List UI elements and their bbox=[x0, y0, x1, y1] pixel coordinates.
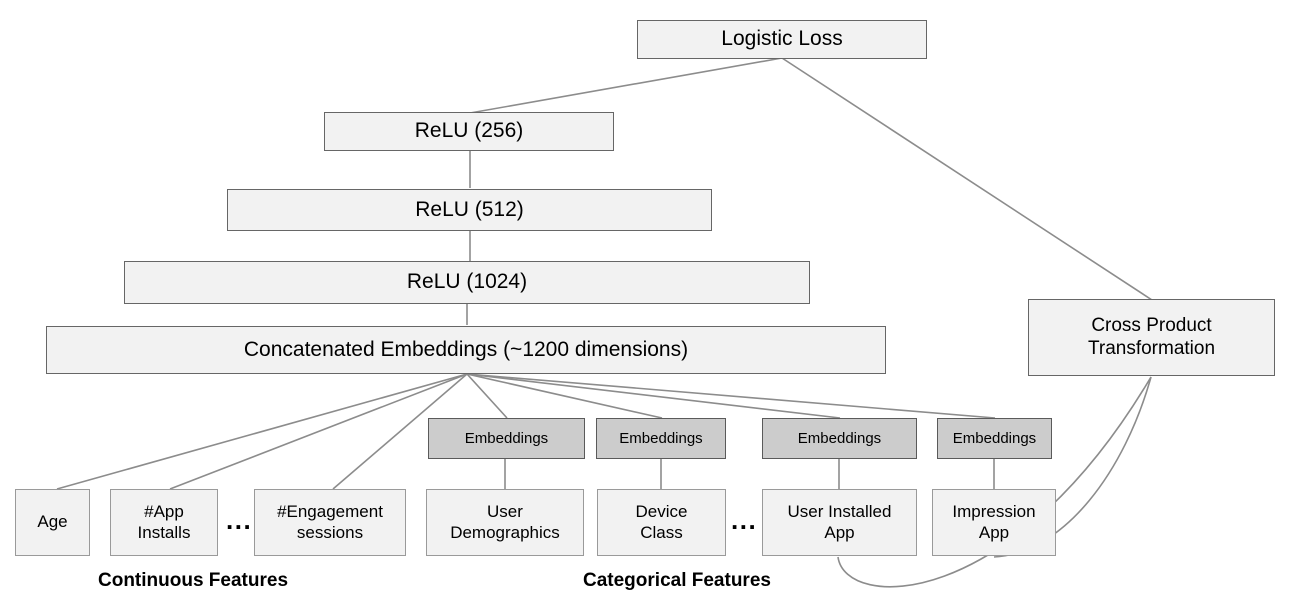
edge-loss-to-crossproduct bbox=[781, 57, 1153, 301]
node-feature-device-class[interactable]: Device Class bbox=[597, 489, 726, 556]
node-embeddings-2[interactable]: Embeddings bbox=[596, 418, 726, 459]
edge-concat-to-embedding-4 bbox=[466, 373, 996, 419]
ellipsis-continuous: ... bbox=[226, 505, 253, 535]
edge-concat-to-age bbox=[56, 373, 468, 490]
node-feature-impression-app[interactable]: Impression App bbox=[932, 489, 1056, 556]
edge-concat-to-embedding-2 bbox=[466, 373, 663, 419]
node-embeddings-3[interactable]: Embeddings bbox=[762, 418, 917, 459]
edge-concat-to-embedding-1 bbox=[466, 373, 508, 419]
edge-loss-to-relu256 bbox=[469, 57, 783, 114]
node-embeddings-4[interactable]: Embeddings bbox=[937, 418, 1052, 459]
node-feature-user-installed-app[interactable]: User Installed App bbox=[762, 489, 917, 556]
node-embeddings-1[interactable]: Embeddings bbox=[428, 418, 585, 459]
node-feature-age[interactable]: Age bbox=[15, 489, 90, 556]
node-feature-app-installs[interactable]: #App Installs bbox=[110, 489, 218, 556]
edge-concat-to-app-installs bbox=[169, 373, 468, 490]
ellipsis-categorical: ... bbox=[731, 505, 758, 535]
group-label-continuous-features: Continuous Features bbox=[98, 570, 289, 591]
node-cross-product-transformation[interactable]: Cross Product Transformation bbox=[1028, 299, 1275, 376]
node-concatenated-embeddings[interactable]: Concatenated Embeddings (~1200 dimension… bbox=[46, 326, 886, 374]
node-feature-user-demographics[interactable]: User Demographics bbox=[426, 489, 584, 556]
group-label-categorical-features: Categorical Features bbox=[583, 570, 771, 591]
node-feature-engagement-sessions[interactable]: #Engagement sessions bbox=[254, 489, 406, 556]
node-relu-1024[interactable]: ReLU (1024) bbox=[124, 261, 810, 304]
edge-concat-to-embedding-3 bbox=[466, 373, 841, 419]
node-relu-256[interactable]: ReLU (256) bbox=[324, 112, 614, 151]
node-relu-512[interactable]: ReLU (512) bbox=[227, 189, 712, 231]
node-logistic-loss[interactable]: Logistic Loss bbox=[637, 20, 927, 59]
